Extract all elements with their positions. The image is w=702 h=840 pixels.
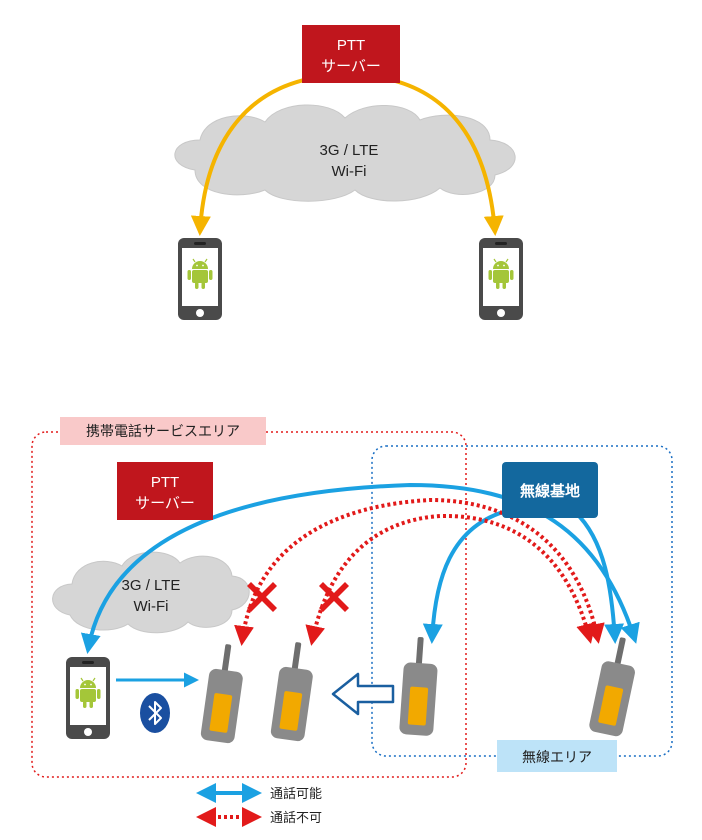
bottom-cloud-label-line1: 3G / LTE — [122, 577, 181, 594]
radio-middle — [269, 640, 318, 743]
radio-area-label-bg — [497, 740, 617, 772]
bluetooth-icon — [140, 693, 170, 733]
radio-center-right — [398, 636, 440, 737]
red-arc-left — [234, 497, 605, 646]
top-server-label-line1: PTT — [337, 37, 365, 54]
bottom-cloud-label-line2: Wi-Fi — [134, 598, 169, 615]
base-station — [502, 462, 598, 518]
arc-phone-to-radio-right — [80, 482, 640, 654]
radio-left — [199, 642, 248, 745]
top-server-label-line2: サーバー — [321, 58, 381, 75]
carrier-area-label-bg — [60, 417, 266, 445]
top-phone-right — [478, 237, 524, 321]
arc-base-to-radio-center — [422, 508, 511, 644]
arc-base-to-radio-right — [573, 510, 625, 644]
cross-icon — [319, 582, 349, 612]
radio-far-right — [588, 634, 642, 738]
top-cloud-label-line2: Wi-Fi — [332, 163, 367, 180]
radio-area-label: 無線エリア — [522, 749, 592, 765]
base-station-label: 無線基地 — [520, 482, 580, 500]
legend-impossible-label: 通話不可 — [270, 810, 322, 825]
hollow-left-arrow — [331, 672, 395, 716]
bottom-server-label-line1: PTT — [151, 474, 179, 491]
top-cloud-label-line1: 3G / LTE — [320, 142, 379, 159]
top-phone-left — [177, 237, 223, 321]
bottom-phone — [65, 656, 111, 740]
red-arc-right — [305, 513, 596, 646]
radio-area — [371, 445, 673, 757]
bottom-server-label-line2: サーバー — [135, 495, 195, 512]
bottom-ptt-server — [117, 462, 213, 520]
carrier-service-area — [31, 431, 467, 778]
cross-icon — [247, 582, 277, 612]
carrier-area-label: 携帯電話サービスエリア — [86, 423, 240, 439]
top-ptt-server — [302, 25, 400, 83]
legend-possible-label: 通話可能 — [270, 786, 322, 801]
